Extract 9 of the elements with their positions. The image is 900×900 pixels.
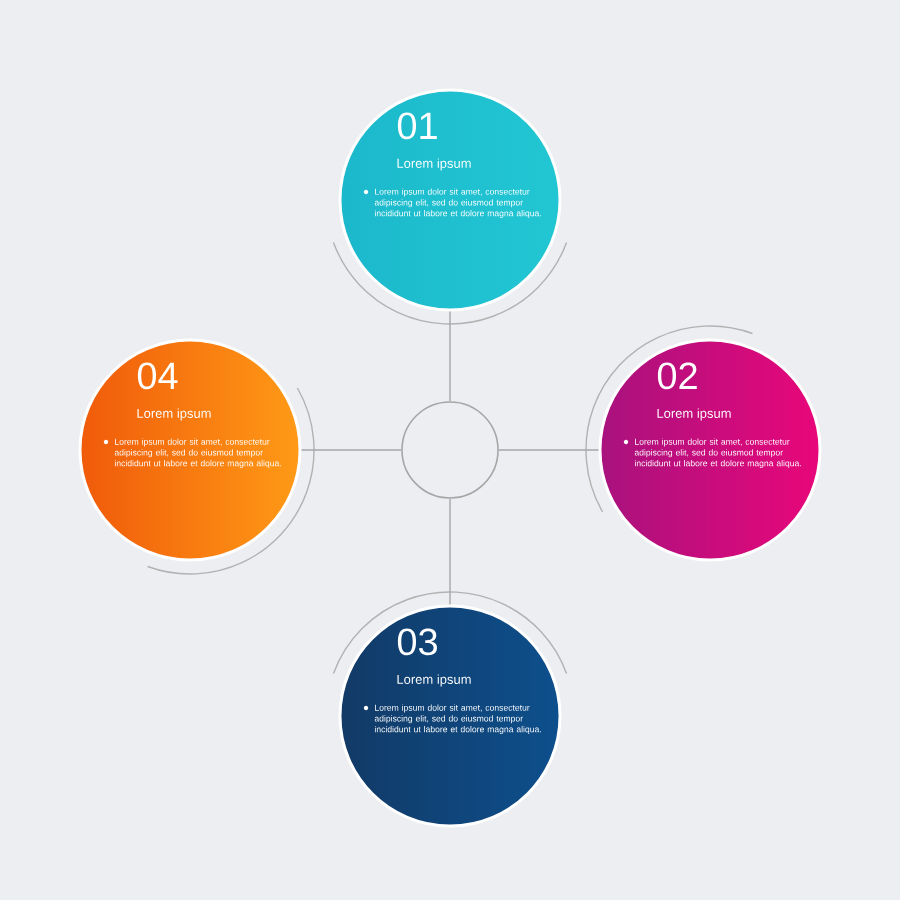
connector-line (300, 449, 402, 451)
connector-line (498, 449, 600, 451)
connector-line (449, 310, 451, 402)
connector-line (449, 498, 451, 606)
step-number: 04 (137, 362, 178, 390)
step-number: 03 (397, 628, 437, 656)
step-number: 01 (397, 112, 437, 140)
hub-circle (401, 401, 499, 499)
step-number: 02 (657, 362, 697, 390)
